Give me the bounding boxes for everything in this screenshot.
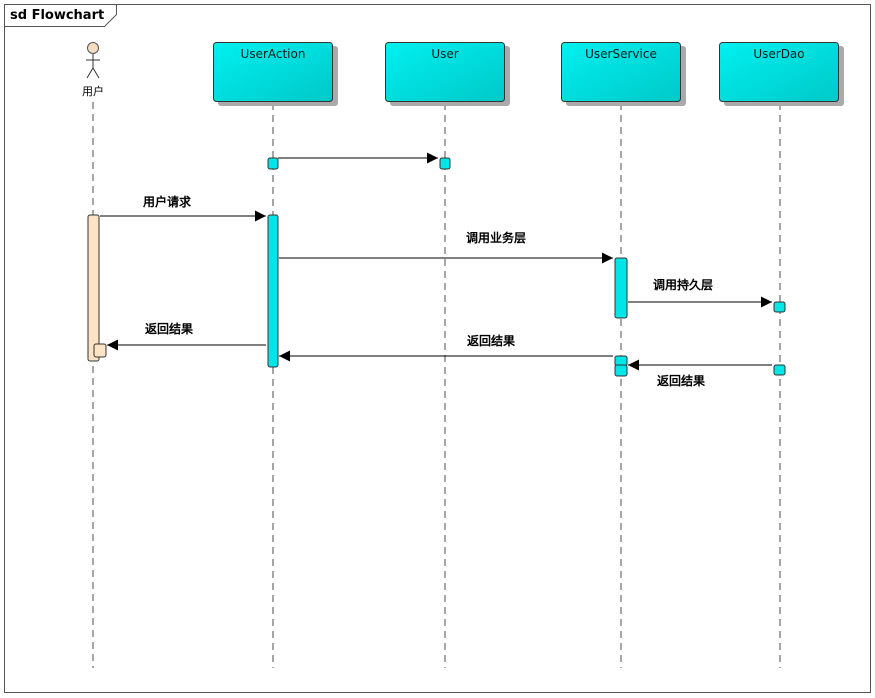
- actor-label: 用户: [82, 84, 104, 98]
- lifeline-label: UserAction: [241, 47, 306, 61]
- message-return-to-user-action[interactable]: 返回结果: [279, 333, 613, 362]
- actor-head-icon: [87, 42, 99, 54]
- activation-bar-user-service: [614, 257, 628, 319]
- lifeline-user-action[interactable]: UserAction: [213, 42, 339, 107]
- lifeline-label: UserDao: [753, 47, 804, 61]
- lifeline-box: [719, 42, 839, 102]
- message-label: 调用持久层: [653, 277, 713, 292]
- actor-leg-right: [92, 67, 100, 79]
- diagram-frame: [4, 4, 871, 693]
- frame-title-tab: [4, 4, 117, 27]
- lifeline-user[interactable]: User: [385, 42, 511, 107]
- lifeline-user-dao[interactable]: UserDao: [719, 42, 845, 107]
- message-label: 返回结果: [145, 321, 193, 336]
- lifeline-box: [561, 42, 681, 102]
- message-call-dao[interactable]: 调用持久层: [628, 277, 772, 308]
- actor-leg-left: [86, 67, 94, 79]
- message-call-service[interactable]: 调用业务层: [279, 230, 613, 264]
- lifeline-box: [213, 42, 333, 102]
- activation-bar-user-small: [439, 157, 451, 170]
- frame-title: sd Flowchart: [10, 8, 104, 23]
- message-label: 返回结果: [657, 373, 705, 388]
- lifeline-user-service[interactable]: UserService: [561, 42, 687, 107]
- actor-user[interactable]: 用户: [82, 42, 104, 99]
- lifeline-lines: [92, 102, 781, 668]
- message-label: 调用业务层: [466, 230, 526, 245]
- activation-bar-user-dao: [773, 301, 786, 313]
- activation-bar-user-dao-return: [773, 364, 786, 376]
- activations: [87, 157, 786, 377]
- activation-bar-user-service-return-2: [614, 364, 628, 377]
- message-return-to-user-service[interactable]: 返回结果: [628, 359, 772, 388]
- activation-bar-actor: [87, 214, 100, 362]
- activation-bar-actor-return: [93, 343, 107, 358]
- activation-bar-user-action-small: [267, 157, 279, 170]
- lifeline-label: UserService: [585, 47, 657, 61]
- message-user-request[interactable]: 用户请求: [100, 194, 266, 222]
- message-return-to-actor[interactable]: 返回结果: [107, 321, 266, 351]
- lifeline-label: User: [431, 47, 458, 61]
- message-label: 用户请求: [142, 194, 192, 209]
- lifeline-box: [385, 42, 505, 102]
- message-label: 返回结果: [467, 333, 515, 348]
- activation-bar-user-action: [267, 214, 279, 368]
